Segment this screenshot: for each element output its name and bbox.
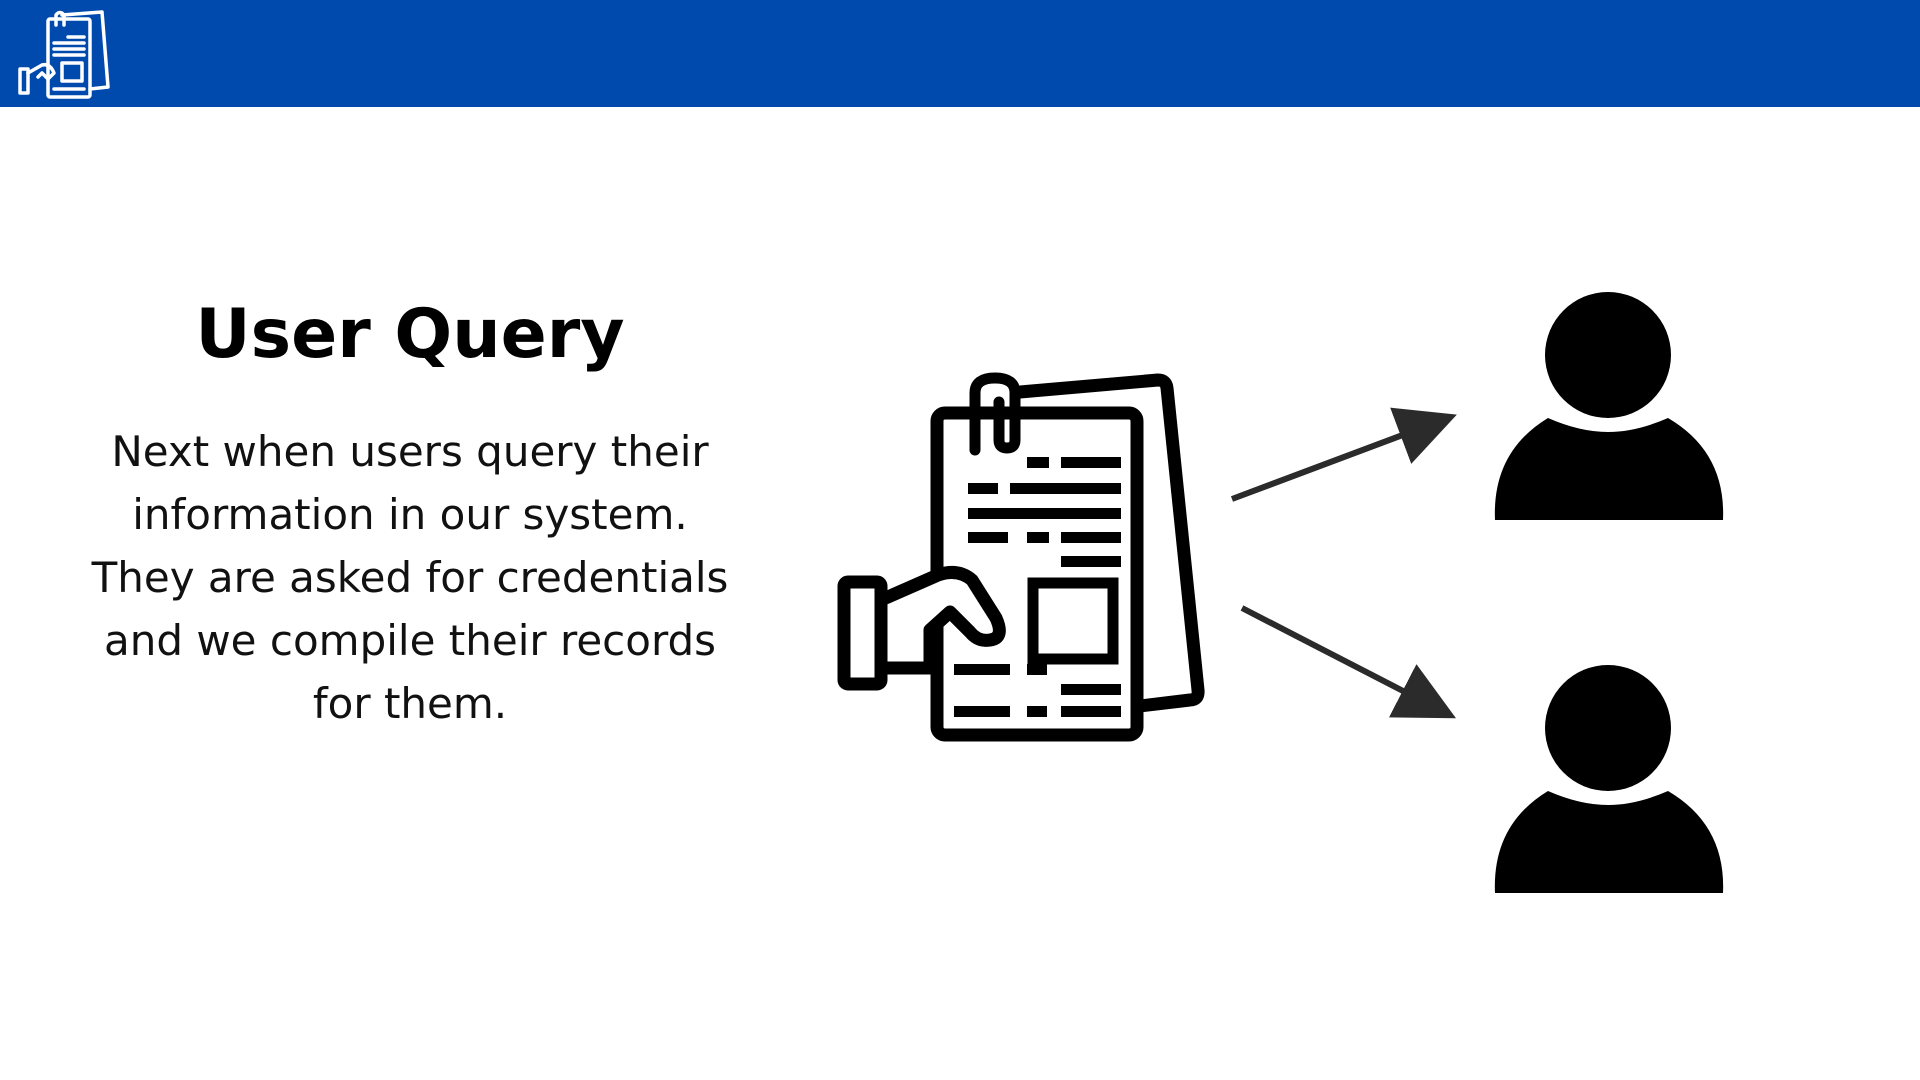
- page-title: User Query: [195, 295, 625, 374]
- arrow-to-user-top: [1230, 407, 1457, 502]
- document-hand-icon: [18, 10, 110, 99]
- user-body: [1494, 791, 1724, 893]
- user-icon: [1494, 292, 1724, 520]
- document-hand-icon: [837, 372, 1205, 742]
- body-text: Next when users query their information …: [91, 427, 729, 728]
- document-lines: [954, 457, 1121, 717]
- hand: [874, 565, 1006, 675]
- user-icon: [1494, 665, 1724, 893]
- back-page: [1019, 373, 1205, 713]
- header-bar: [0, 0, 1920, 107]
- paper-clip: [969, 372, 1021, 456]
- header-bar-fill: [0, 0, 1920, 107]
- arrow-to-user-bottom: [1240, 605, 1457, 719]
- document-image-box: [1027, 577, 1119, 665]
- user-head: [1545, 292, 1671, 418]
- user-body: [1494, 418, 1724, 520]
- user-head: [1545, 665, 1671, 791]
